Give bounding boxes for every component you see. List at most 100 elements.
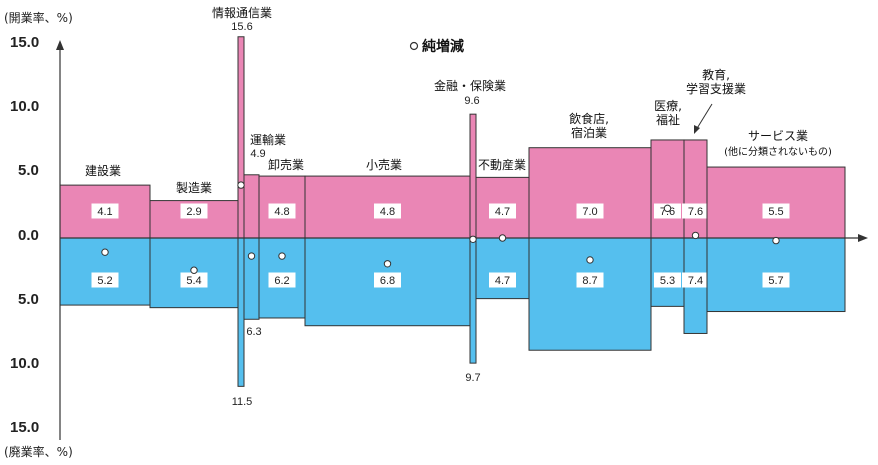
bar-close [469,237,477,364]
net-marker [469,235,477,243]
tick-label: 10.0 [10,98,39,115]
close-value-label: 6.3 [246,326,261,338]
category-label: 宿泊業 [571,125,607,140]
edu-pointer-head [694,125,700,134]
close-value-label: 5.7 [768,275,783,287]
close-value-label-box [682,272,709,288]
open-value-label: 5.5 [768,206,783,218]
bar-close [237,237,245,387]
close-value-label-box [654,272,681,288]
open-value-label: 9.6 [464,95,479,107]
close-value-label-box [489,272,516,288]
net-marker [663,204,672,213]
open-value-label: 7.0 [582,206,597,218]
open-value-label: 4.8 [380,206,395,218]
close-value-label: 6.2 [274,275,289,287]
category-label: 建設業 [85,163,121,178]
y-axis-arrow [56,40,64,50]
bar-open [706,166,846,239]
open-value-label-box [762,203,790,219]
y-axis-top-label: (開業率、%) [4,10,73,25]
close-value-label-box [268,272,296,288]
close-value-label-box [762,272,790,288]
category-label: 教育, [702,67,730,82]
category-label: 小売業 [366,157,402,172]
net-marker [278,252,286,260]
open-value-label: 4.1 [97,206,112,218]
tick-label: 5.0 [18,291,39,308]
category-label: 不動産業 [478,157,526,172]
close-value-label-box [91,272,119,288]
tick-label: 15.0 [10,419,39,436]
category-sublabel: (他に分類されないもの) [724,145,832,158]
open-value-label-box [180,203,208,219]
net-marker [247,252,256,260]
bar-open [528,147,652,239]
net-marker [190,266,198,274]
close-value-label-box [180,272,208,288]
bar-open [683,139,708,239]
close-value-label: 5.3 [660,275,675,287]
close-value-label: 9.7 [465,372,480,384]
open-value-label-box [91,203,119,219]
net-marker [691,231,700,240]
close-value-label: 5.2 [97,275,112,287]
category-label: 福祉 [656,112,680,127]
open-value-label: 2.9 [186,206,201,218]
bar-close [528,237,652,351]
tick-label: 5.0 [18,162,39,179]
open-value-label-box [682,203,709,219]
close-value-label: 4.7 [495,275,510,287]
net-marker [237,181,245,189]
category-label: 金融・保険業 [434,78,506,93]
net-marker [101,248,109,256]
net-markers [101,181,780,274]
tick-label: 10.0 [10,355,39,372]
open-value-label-box [268,203,296,219]
category-label: 医療, [654,99,682,113]
close-value-label: 5.4 [186,275,201,287]
legend-marker [409,41,419,51]
open-value-label: 4.7 [495,206,510,218]
category-label: 学習支援業 [686,81,746,96]
edu-pointer-line [695,103,713,131]
tick-label: 15.0 [10,34,39,51]
open-value-label-box [576,203,604,219]
bar-open [237,36,245,239]
category-label: サービス業 [748,129,808,143]
bar-close [243,237,260,320]
open-value-label: 15.6 [231,21,252,33]
y-axis-ticks: 15.0 10.0 5.0 0.0 5.0 10.0 15.0 [10,34,39,436]
bar-close [475,237,530,300]
net-marker [586,256,594,264]
close-value-label: 6.8 [380,275,395,287]
legend: 純増減 [409,38,464,55]
bar-close [650,237,685,307]
open-value-label: 4.8 [274,206,289,218]
net-marker [383,260,392,268]
open-value-label-box [374,203,401,219]
bar-open [469,113,477,239]
x-axis-arrow [858,234,868,242]
close-value-label: 8.7 [582,275,597,287]
legend-label: 純増減 [422,38,464,55]
category-label: 情報通信業 [212,6,272,20]
close-value-label-box [576,272,604,288]
net-marker [772,236,780,245]
bar-open [243,174,260,239]
category-label: 製造業 [176,181,212,195]
y-axis-bottom-label: (廃業率、%) [4,444,73,459]
category-labels: 建設業製造業15.611.5情報通信業4.96.3運輸業卸売業小売業9.69.7… [85,6,832,408]
category-label: 飲食店, [569,111,609,126]
open-value-label: 7.6 [688,206,703,218]
category-label: 卸売業 [268,157,304,172]
close-value-label: 11.5 [232,396,253,408]
close-value-label-box [374,272,401,288]
tick-label: 0.0 [18,227,39,244]
bar-close [59,237,151,306]
category-label: 運輸業 [250,132,286,147]
net-marker [498,234,507,242]
close-value-label: 7.4 [688,275,703,287]
bar-open [650,139,685,239]
